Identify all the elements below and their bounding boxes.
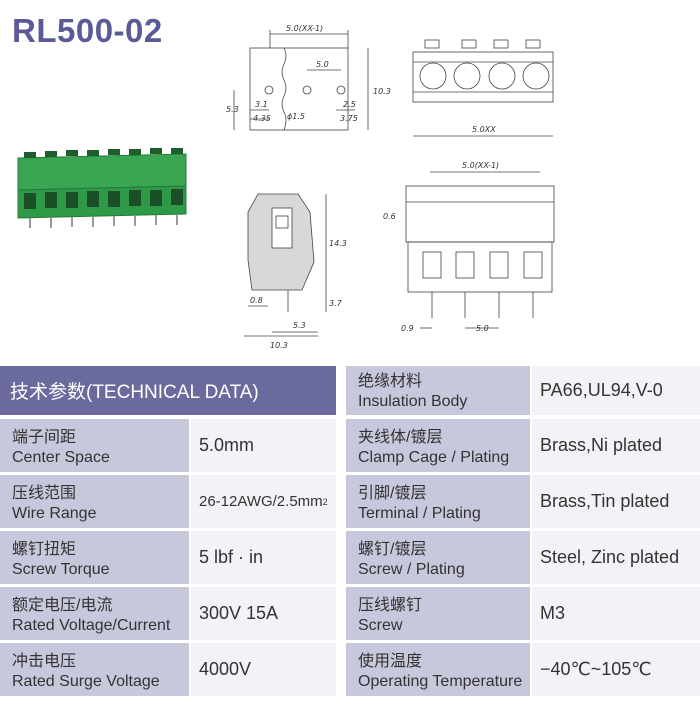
- table-header: 技术参数(TECHNICAL DATA): [0, 366, 336, 415]
- technical-drawings: 5.0(XX-1) 5.0 10.3 5.3 3.1 4.35 ϕ1.5 2.5…: [17, 24, 555, 350]
- dim-bottom-pitch: 5.0: [476, 324, 489, 333]
- dim-top-width: 5.0(XX-1): [286, 24, 323, 33]
- dim-bottom-edge: 0.9: [401, 324, 414, 333]
- dim-top-height: 10.3: [373, 87, 391, 96]
- value-rated-voltage: 300V 15A: [191, 587, 336, 640]
- dim-top-d2: 4.35: [253, 114, 271, 123]
- dim-top-d1: 3.1: [255, 100, 268, 109]
- dim-front-width: 5.0XX: [472, 125, 496, 134]
- dim-top-r2: 3.75: [340, 114, 358, 123]
- dim-bottom-left: 0.6: [383, 212, 396, 221]
- product-photo: [17, 148, 187, 228]
- value-operating-temperature: −40℃~105℃: [532, 643, 700, 696]
- pin-view-drawing: [405, 171, 555, 329]
- value-insulation-body: PA66,UL94,V-0: [532, 366, 700, 415]
- value-screw-plating: Steel, Zinc plated: [532, 531, 700, 584]
- value-terminal-plating: Brass,Tin plated: [532, 475, 700, 528]
- side-view-drawing: [244, 193, 327, 337]
- dim-side-c: 3.7: [329, 299, 343, 308]
- value-screw: M3: [532, 587, 700, 640]
- dim-side-width: 10.3: [270, 341, 288, 350]
- value-center-space: 5.0mm: [191, 419, 336, 472]
- product-title: RL500-02: [12, 12, 163, 49]
- dim-top-r1: 2.5: [343, 100, 356, 109]
- value-screw-torque: 5 lbf · in: [191, 531, 336, 584]
- dim-top-pitch: 5.0: [316, 60, 329, 69]
- value-surge-voltage: 4000V: [191, 643, 336, 696]
- value-clamp-cage: Brass,Ni plated: [532, 419, 700, 472]
- dim-side-height: 14.3: [329, 239, 347, 248]
- top-view-drawing: [233, 30, 369, 131]
- dim-side-b: 5.3: [293, 321, 306, 330]
- dim-bottom-width: 5.0(XX-1): [462, 161, 499, 170]
- front-view-drawing: [412, 39, 554, 137]
- dim-side-a: 0.8: [250, 296, 263, 305]
- dim-top-hole: ϕ1.5: [287, 112, 305, 121]
- dim-top-left: 5.3: [226, 105, 239, 114]
